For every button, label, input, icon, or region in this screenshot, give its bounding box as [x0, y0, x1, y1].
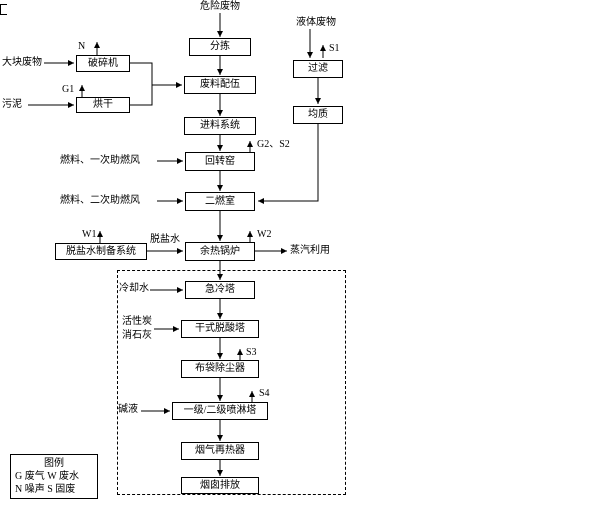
label-emission-s3: S3 — [246, 347, 257, 358]
legend-line-noise-solid: N 噪声 S 固废 — [15, 484, 76, 495]
node-sorting: 分拣 — [189, 38, 251, 56]
label-liquid-waste: 液体废物 — [296, 17, 336, 28]
label-demin-water: 脱盐水 — [150, 234, 180, 245]
legend-title: 图例 — [44, 458, 64, 469]
label-fuel-primary-air: 燃料、一次助燃风 — [60, 155, 140, 166]
right-branch-connectors — [255, 29, 321, 254]
label-alkali-liquor: 碱液 — [118, 404, 138, 415]
label-steam-use: 蒸汽利用 — [290, 245, 330, 256]
node-crusher: 破碎机 — [76, 55, 130, 72]
label-emission-w1: W1 — [82, 229, 97, 240]
node-quench-tower: 急冷塔 — [185, 281, 255, 299]
node-rotary-kiln: 回转窑 — [185, 152, 255, 171]
label-activated-carbon: 活性炭 — [122, 316, 152, 327]
corner-mark-artifact — [0, 4, 7, 15]
label-cooling-water: 冷却水 — [119, 283, 149, 294]
label-emission-s4: S4 — [259, 388, 270, 399]
node-secondary-chamber: 二燃室 — [185, 192, 255, 211]
label-fuel-secondary-air: 燃料、二次助燃风 — [60, 195, 140, 206]
node-flue-gas-reheater: 烟气再热器 — [181, 442, 259, 460]
node-blending: 废料配伍 — [184, 76, 256, 94]
node-homogenizer: 均质 — [293, 106, 343, 124]
emission-arrows — [79, 42, 326, 402]
node-feeding-system: 进料系统 — [184, 117, 256, 135]
node-demin-water-system: 脱盐水制备系统 — [55, 243, 147, 260]
node-dry-deacid-tower: 干式脱酸塔 — [181, 320, 259, 338]
label-slaked-lime: 消石灰 — [122, 330, 152, 341]
label-emission-w2: W2 — [257, 229, 272, 240]
label-emission-s1: S1 — [329, 43, 340, 54]
legend-line-gas-water: G 废气 W 废水 — [15, 471, 79, 482]
node-stack-discharge: 烟囱排放 — [181, 477, 259, 494]
label-hazardous-waste: 危险废物 — [200, 1, 240, 12]
node-filter: 过滤 — [293, 60, 343, 78]
legend-box: 图例 G 废气 W 废水 N 噪声 S 固废 — [10, 454, 98, 499]
node-dryer: 烘干 — [76, 97, 130, 113]
label-emission-g2-s2: G2、S2 — [257, 139, 290, 150]
label-sludge: 污泥 — [2, 99, 22, 110]
node-bag-dust-collector: 布袋除尘器 — [181, 360, 259, 378]
node-spray-tower: 一级/二级喷淋塔 — [172, 402, 268, 420]
left-input-connectors — [28, 60, 183, 414]
flue-gas-treatment-boundary — [117, 270, 346, 495]
label-emission-n: N — [78, 41, 86, 52]
node-waste-heat-boiler: 余热锅炉 — [185, 242, 255, 261]
label-bulky-waste: 大块废物 — [2, 57, 42, 68]
label-emission-g1: G1 — [62, 84, 75, 95]
